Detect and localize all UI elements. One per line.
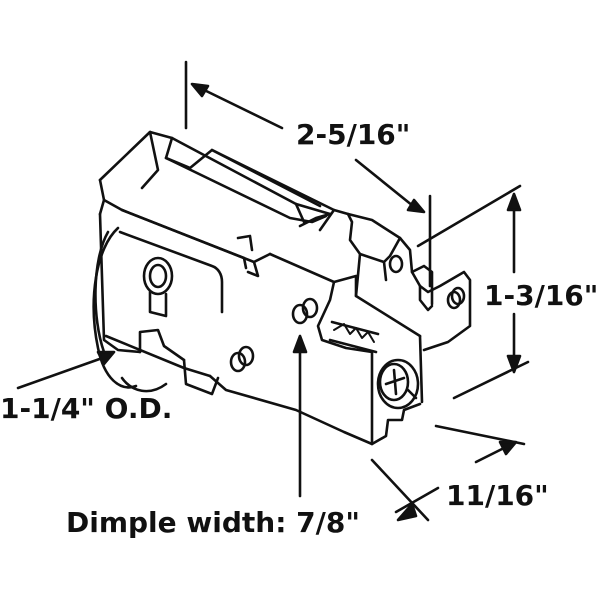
- length-dimension-label: 2-5/16": [296, 118, 411, 151]
- tab-hole-rim: [450, 286, 466, 306]
- height-dimension-lines: [416, 184, 530, 400]
- height-arrowhead-top: [506, 192, 522, 212]
- dimple-width-leader: [292, 334, 308, 498]
- dimple-upper: [291, 303, 309, 325]
- depth-arrowhead-upper: [498, 440, 518, 456]
- length-arrow-line-right: [354, 158, 420, 212]
- height-dimension-label: 1-3/16": [484, 279, 599, 312]
- depth-dimension-lines: [370, 424, 526, 522]
- axle-bushing-outer: [142, 256, 174, 296]
- screw-slot-b: [392, 368, 398, 396]
- depth-dimension-label: 11/16": [446, 479, 549, 512]
- adjustment-screw: [376, 358, 420, 410]
- length-arrow-line-left: [194, 84, 284, 130]
- length-dimension-lines: [184, 60, 432, 288]
- side-hole: [388, 254, 404, 274]
- wheel-od-label: 1-1/4" O.D.: [0, 392, 173, 425]
- depth-arrowhead-lower: [396, 502, 418, 522]
- depth-arrow-line-lower: [394, 486, 440, 514]
- screw-head-inner: [378, 362, 410, 402]
- dimple-upper-rim: [301, 297, 319, 319]
- length-arrowhead-right: [406, 198, 426, 214]
- housing-holes: [142, 254, 466, 373]
- roller-housing: [98, 130, 472, 446]
- axle-bushing-inner: [148, 263, 168, 289]
- screw-head: [376, 358, 420, 410]
- dimple-lower: [229, 351, 247, 373]
- height-arrowhead-bottom: [506, 354, 522, 374]
- dimple-lower-rim: [237, 345, 255, 367]
- dimple-width-label: Dimple width: 7/8": [66, 506, 360, 539]
- roller-wheel: [92, 226, 168, 393]
- length-arrowhead-left: [190, 82, 210, 98]
